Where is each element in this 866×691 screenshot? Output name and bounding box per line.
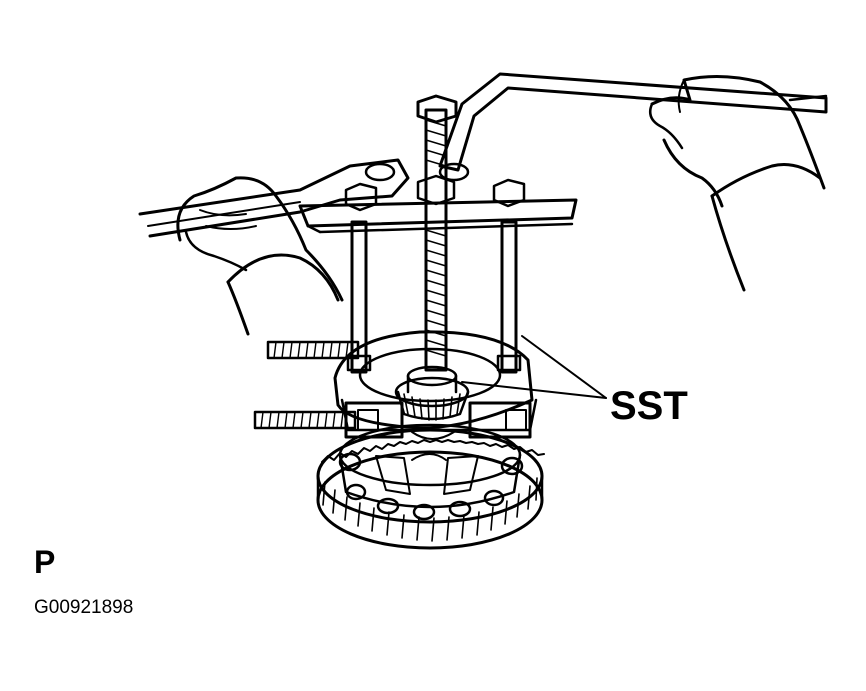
corner-letter: P bbox=[34, 544, 56, 580]
wrench-icon bbox=[438, 72, 828, 182]
puller-bolt-icon bbox=[253, 340, 360, 430]
figure-code: G00921898 bbox=[34, 597, 134, 618]
bearing-separator-icon bbox=[333, 330, 538, 439]
roller-bearing-icon bbox=[394, 365, 470, 440]
wrench-icon bbox=[138, 158, 410, 238]
hand-icon bbox=[649, 74, 828, 292]
hand-icon bbox=[176, 176, 344, 336]
sst-callout-label: SST bbox=[610, 384, 688, 428]
bearing-puller-icon bbox=[298, 94, 578, 374]
ring-gear-icon bbox=[316, 423, 545, 550]
sst-leader-lines bbox=[461, 335, 607, 399]
